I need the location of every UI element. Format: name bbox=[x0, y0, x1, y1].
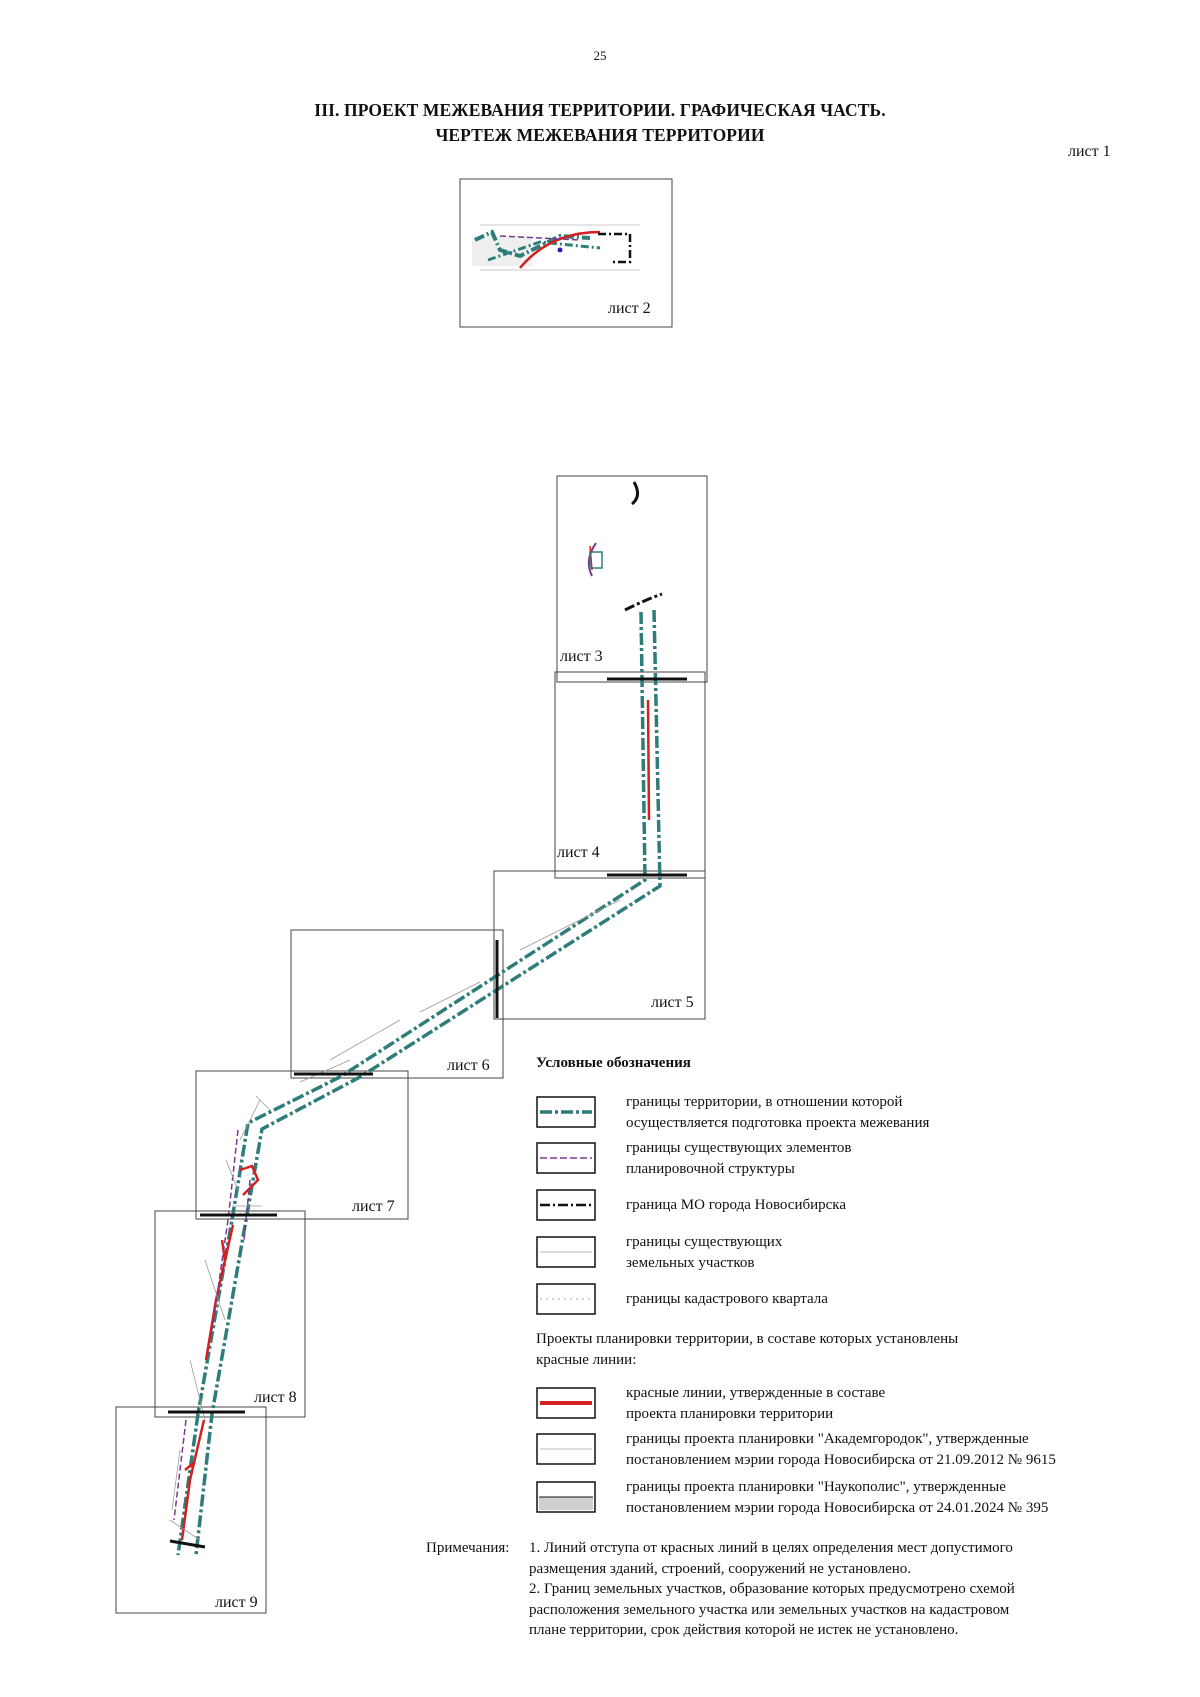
legend-swatches bbox=[536, 1096, 596, 1513]
legend-subheading-line: Проекты планировки территории, в составе… bbox=[536, 1331, 959, 1347]
sheet-4-frame bbox=[554, 671, 706, 879]
legend-item-line: осуществляется подготовка проекта межева… bbox=[626, 1115, 930, 1131]
legend-item-line: планировочной структуры bbox=[626, 1161, 795, 1177]
legend-subheading-line: красные линии: bbox=[536, 1352, 637, 1368]
page-title: III. ПРОЕКТ МЕЖЕВАНИЯ ТЕРРИТОРИИ. ГРАФИЧ… bbox=[314, 100, 886, 120]
legend-swatch-territory bbox=[536, 1096, 596, 1128]
legend-swatch-planning bbox=[536, 1142, 596, 1174]
sheet-8-label: лист 8 bbox=[254, 1389, 297, 1406]
legend-item-naukopolis: границы проекта планировки "Наукополис",… bbox=[626, 1477, 1048, 1519]
legend-title: Условные обозначения bbox=[536, 1055, 691, 1071]
note-line: размещения зданий, строений, сооружений … bbox=[529, 1560, 912, 1577]
legend-item-line: земельных участков bbox=[626, 1255, 755, 1271]
sheet-3-frame bbox=[556, 475, 708, 683]
sheet-1-label: лист 1 bbox=[1068, 143, 1111, 160]
sheet-2-label: лист 2 bbox=[608, 300, 651, 317]
legend-swatch-mo-boundary bbox=[536, 1189, 596, 1221]
sheet-5-label: лист 5 bbox=[651, 994, 694, 1011]
legend-item-line: красные линии, утвержденные в составе bbox=[626, 1385, 886, 1401]
legend-item-land-parcels: границы существующих земельных участков bbox=[626, 1232, 782, 1274]
sheet-5-frame bbox=[493, 870, 706, 1020]
red-lines bbox=[180, 699, 651, 1541]
legend-swatch-red-lines bbox=[536, 1387, 596, 1419]
sheet-3-label: лист 3 bbox=[560, 648, 603, 665]
legend-swatch-land-parcels bbox=[536, 1236, 596, 1268]
planning-structure-lines bbox=[173, 1129, 251, 1521]
legend-item-line: границы кадастрового квартала bbox=[626, 1291, 828, 1307]
territory-boundary bbox=[176, 609, 662, 1556]
legend-item-line: границы территории, в отношении которой bbox=[626, 1094, 903, 1110]
legend-item-line: граница МО города Новосибирска bbox=[626, 1197, 847, 1213]
legend-item-territory: границы территории, в отношении которой … bbox=[626, 1092, 929, 1134]
sheet-2-frame bbox=[459, 178, 673, 328]
legend-item-line: постановлением мэрии города Новосибирска… bbox=[626, 1500, 1049, 1516]
sheet-4-label: лист 4 bbox=[557, 844, 600, 861]
legend-swatch-cadastral bbox=[536, 1283, 596, 1315]
sheet-7-label: лист 7 bbox=[352, 1198, 395, 1215]
cadastral-lines bbox=[169, 899, 621, 1541]
page-subtitle: ЧЕРТЕЖ МЕЖЕВАНИЯ ТЕРРИТОРИИ bbox=[435, 125, 765, 145]
note-line: 2. Границ земельных участков, образовани… bbox=[529, 1581, 1015, 1597]
legend-subheading: Проекты планировки территории, в составе… bbox=[536, 1329, 958, 1371]
legend-item-mo-boundary: граница МО города Новосибирска bbox=[626, 1195, 846, 1216]
legend-item-line: постановлением мэрии города Новосибирска… bbox=[626, 1452, 1056, 1468]
sheet-8-frame bbox=[154, 1210, 306, 1418]
sheet-2-drawing bbox=[472, 224, 640, 271]
note-line: 1. Линий отступа от красных линий в целя… bbox=[529, 1540, 1013, 1556]
sheet-9-frame bbox=[115, 1406, 267, 1614]
sheet-3-drawing bbox=[587, 481, 663, 612]
legend-item-akademgorodok: границы проекта планировки "Академгородо… bbox=[626, 1429, 1056, 1471]
sheet-junction-marks bbox=[168, 677, 687, 1549]
legend-swatch-akademgorodok bbox=[536, 1433, 596, 1465]
legend-item-cadastral: границы кадастрового квартала bbox=[626, 1289, 828, 1310]
sheet-6-label: лист 6 bbox=[447, 1057, 490, 1074]
legend-item-line: границы проекта планировки "Академгородо… bbox=[626, 1431, 1029, 1447]
legend-item-planning: границы существующих элементов планирово… bbox=[626, 1138, 852, 1180]
legend-item-line: границы существующих элементов bbox=[626, 1140, 852, 1156]
legend-item-red-lines: красные линии, утвержденные в составе пр… bbox=[626, 1383, 885, 1425]
sheet-9-label: лист 9 bbox=[215, 1594, 258, 1611]
sheet-6-frame bbox=[290, 929, 504, 1079]
note-line: плане территории, срок действия которой … bbox=[529, 1622, 959, 1638]
legend-item-line: проекта планировки территории bbox=[626, 1406, 834, 1422]
sheet-7-frame bbox=[195, 1070, 409, 1220]
notes-body: 1. Линий отступа от красных линий в целя… bbox=[529, 1538, 1015, 1641]
legend-item-line: границы проекта планировки "Наукополис",… bbox=[626, 1479, 1006, 1495]
legend-item-line: границы существующих bbox=[626, 1234, 783, 1250]
legend-swatch-naukopolis bbox=[536, 1481, 596, 1513]
note-line: расположения земельного участка или земе… bbox=[529, 1601, 1010, 1618]
page-number: 25 bbox=[593, 48, 607, 63]
notes-label: Примечания: bbox=[426, 1540, 510, 1556]
